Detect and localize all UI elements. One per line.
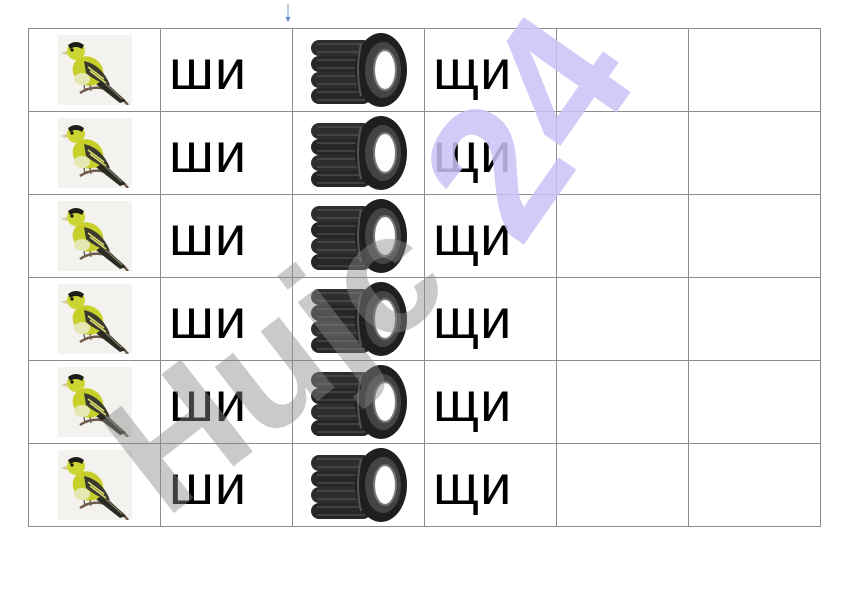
empty-answer-cell [556,194,689,278]
syllable-shi: ши [169,204,248,267]
syllable-shchi: щи [433,453,513,516]
tire-picture-cell [292,443,425,527]
empty-answer-cell [688,194,821,278]
tire-stack-icon [309,364,408,440]
cursor-marker-icon [285,4,291,22]
syllable-shchi: щи [433,287,513,350]
table-row: ши щи [28,28,821,112]
syllable-cell: щи [424,194,557,278]
syllable-cell: щи [424,277,557,361]
siskin-bird-icon [57,284,132,354]
empty-answer-cell [688,360,821,444]
tire-stack-icon [309,32,408,108]
table-row: ши щи [28,360,821,444]
syllable-cell: щи [424,360,557,444]
siskin-bird-icon [57,35,132,105]
bird-picture-cell [28,277,161,361]
empty-answer-cell [688,277,821,361]
siskin-bird-icon [57,118,132,188]
syllable-shi: ши [169,287,248,350]
siskin-bird-icon [57,450,132,520]
syllable-shi: ши [169,38,248,101]
syllable-shchi: щи [433,121,513,184]
tire-picture-cell [292,194,425,278]
syllable-shchi: щи [433,204,513,267]
tire-picture-cell [292,28,425,112]
syllable-cell: ши [160,443,293,527]
table-row: ши щи [28,443,821,527]
empty-answer-cell [688,111,821,195]
tire-stack-icon [309,447,408,523]
tire-picture-cell [292,277,425,361]
syllable-cell: щи [424,443,557,527]
syllable-cell: ши [160,194,293,278]
worksheet-table: ши щи ши щи ши щи ши щи ши щи ши щи [28,28,821,527]
bird-picture-cell [28,28,161,112]
bird-picture-cell [28,111,161,195]
empty-answer-cell [556,360,689,444]
bird-picture-cell [28,194,161,278]
table-row: ши щи [28,194,821,278]
syllable-shchi: щи [433,370,513,433]
siskin-bird-icon [57,201,132,271]
syllable-cell: щи [424,28,557,112]
empty-answer-cell [688,28,821,112]
bird-picture-cell [28,443,161,527]
syllable-cell: ши [160,277,293,361]
table-row: ши щи [28,111,821,195]
syllable-cell: ши [160,360,293,444]
syllable-shi: ши [169,370,248,433]
empty-answer-cell [556,443,689,527]
tire-stack-icon [309,281,408,357]
syllable-shchi: щи [433,38,513,101]
syllable-shi: ши [169,121,248,184]
empty-answer-cell [556,111,689,195]
tire-picture-cell [292,360,425,444]
siskin-bird-icon [57,367,132,437]
tire-stack-icon [309,198,408,274]
tire-picture-cell [292,111,425,195]
empty-answer-cell [556,277,689,361]
syllable-cell: ши [160,28,293,112]
empty-answer-cell [688,443,821,527]
tire-stack-icon [309,115,408,191]
table-row: ши щи [28,277,821,361]
syllable-cell: щи [424,111,557,195]
syllable-cell: ши [160,111,293,195]
syllable-shi: ши [169,453,248,516]
bird-picture-cell [28,360,161,444]
empty-answer-cell [556,28,689,112]
